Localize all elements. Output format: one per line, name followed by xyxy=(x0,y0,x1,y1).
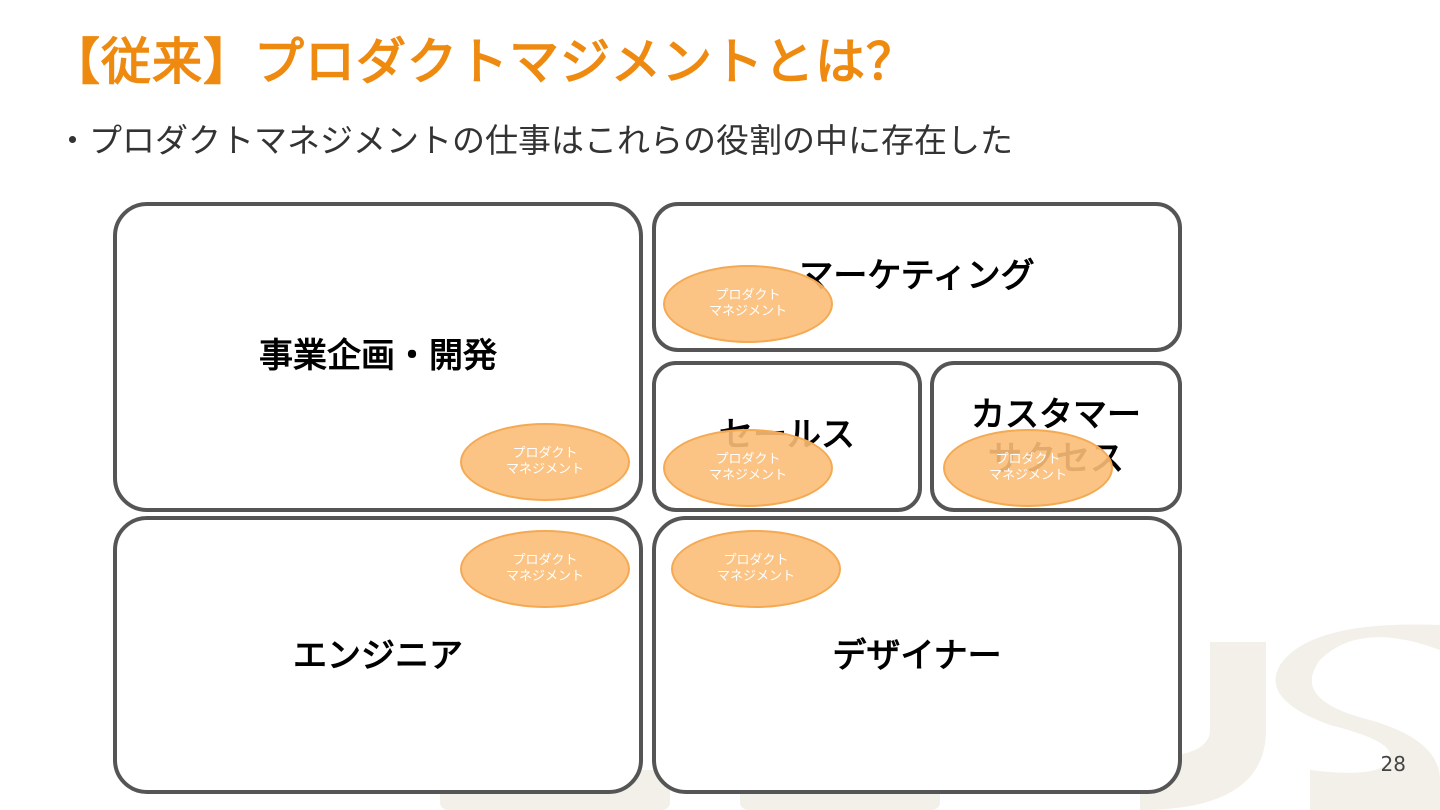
page-number: 28 xyxy=(1380,752,1406,776)
pm-bubble-customer-success: プロダクトマネジメント xyxy=(943,429,1113,507)
pm-bubble-engineer: プロダクトマネジメント xyxy=(460,530,630,608)
pm-bubble-marketing: プロダクトマネジメント xyxy=(663,265,833,343)
slide-subtitle: ・プロダクトマネジメントの仕事はこれらの役割の中に存在した xyxy=(56,121,1013,160)
role-label-designer: デザイナー xyxy=(832,636,1002,676)
pm-bubble-business: プロダクトマネジメント xyxy=(460,423,630,501)
role-label-engineer: エンジニア xyxy=(293,636,463,676)
pm-bubble-designer: プロダクトマネジメント xyxy=(671,530,841,608)
slide-title: 【従来】プロダクトマジメントとは？ xyxy=(50,33,917,91)
role-label-marketing: マーケティング xyxy=(799,256,1035,296)
role-label-business: 事業企画・開発 xyxy=(259,336,497,376)
pm-bubble-sales: プロダクトマネジメント xyxy=(663,429,833,507)
role-label-cs-line1: カスタマー xyxy=(971,395,1141,435)
